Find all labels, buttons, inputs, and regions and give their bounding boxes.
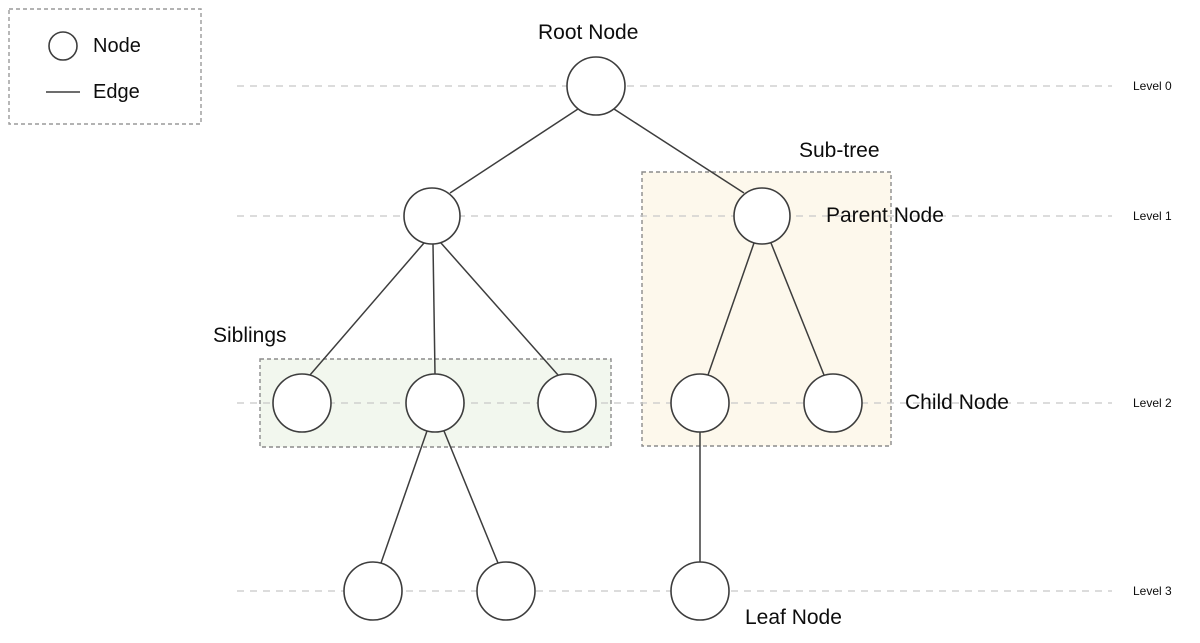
node-n2b[interactable] [405,373,465,433]
level-label-2: Level 2 [1133,396,1172,410]
parent-node-label: Parent Node [826,204,944,227]
node-n3c[interactable] [670,561,730,621]
edge-n1b-n2e [770,242,825,376]
node-n2c[interactable] [537,373,597,433]
legend-box [8,8,202,125]
edge-n1a-n2a [309,242,425,376]
circle-outline-icon [48,31,78,61]
child-node-label: Child Node [905,391,1009,414]
edge-group [309,108,825,564]
legend-node-label: Node [93,35,141,57]
leaf-node-label: Leaf Node [745,606,842,629]
node-group [272,56,863,621]
legend-edge-label: Edge [93,81,140,103]
edge-root-n1b [613,108,745,194]
level-label-1: Level 1 [1133,209,1172,223]
level-label-0: Level 0 [1133,79,1172,93]
node-n3a[interactable] [343,561,403,621]
siblings-label: Siblings [213,324,287,347]
edge-root-n1a [449,108,579,194]
edge-n1a-n2b [432,243,436,375]
node-n3b[interactable] [476,561,536,621]
node-n2a[interactable] [272,373,332,433]
node-root[interactable] [566,56,626,116]
node-n2e[interactable] [803,373,863,433]
legend-group [8,8,202,125]
edge-n2b-n3a [380,430,428,564]
sub-tree-label: Sub-tree [799,139,880,162]
level-label-3: Level 3 [1133,584,1172,598]
root-node-label: Root Node [538,21,639,44]
edge-n2b-n3b [443,430,499,564]
edge-n1b-n2d [707,242,755,376]
edge-n1a-n2c [440,242,559,376]
node-n2d[interactable] [670,373,730,433]
node-n1b[interactable] [733,187,791,245]
node-n1a[interactable] [403,187,461,245]
